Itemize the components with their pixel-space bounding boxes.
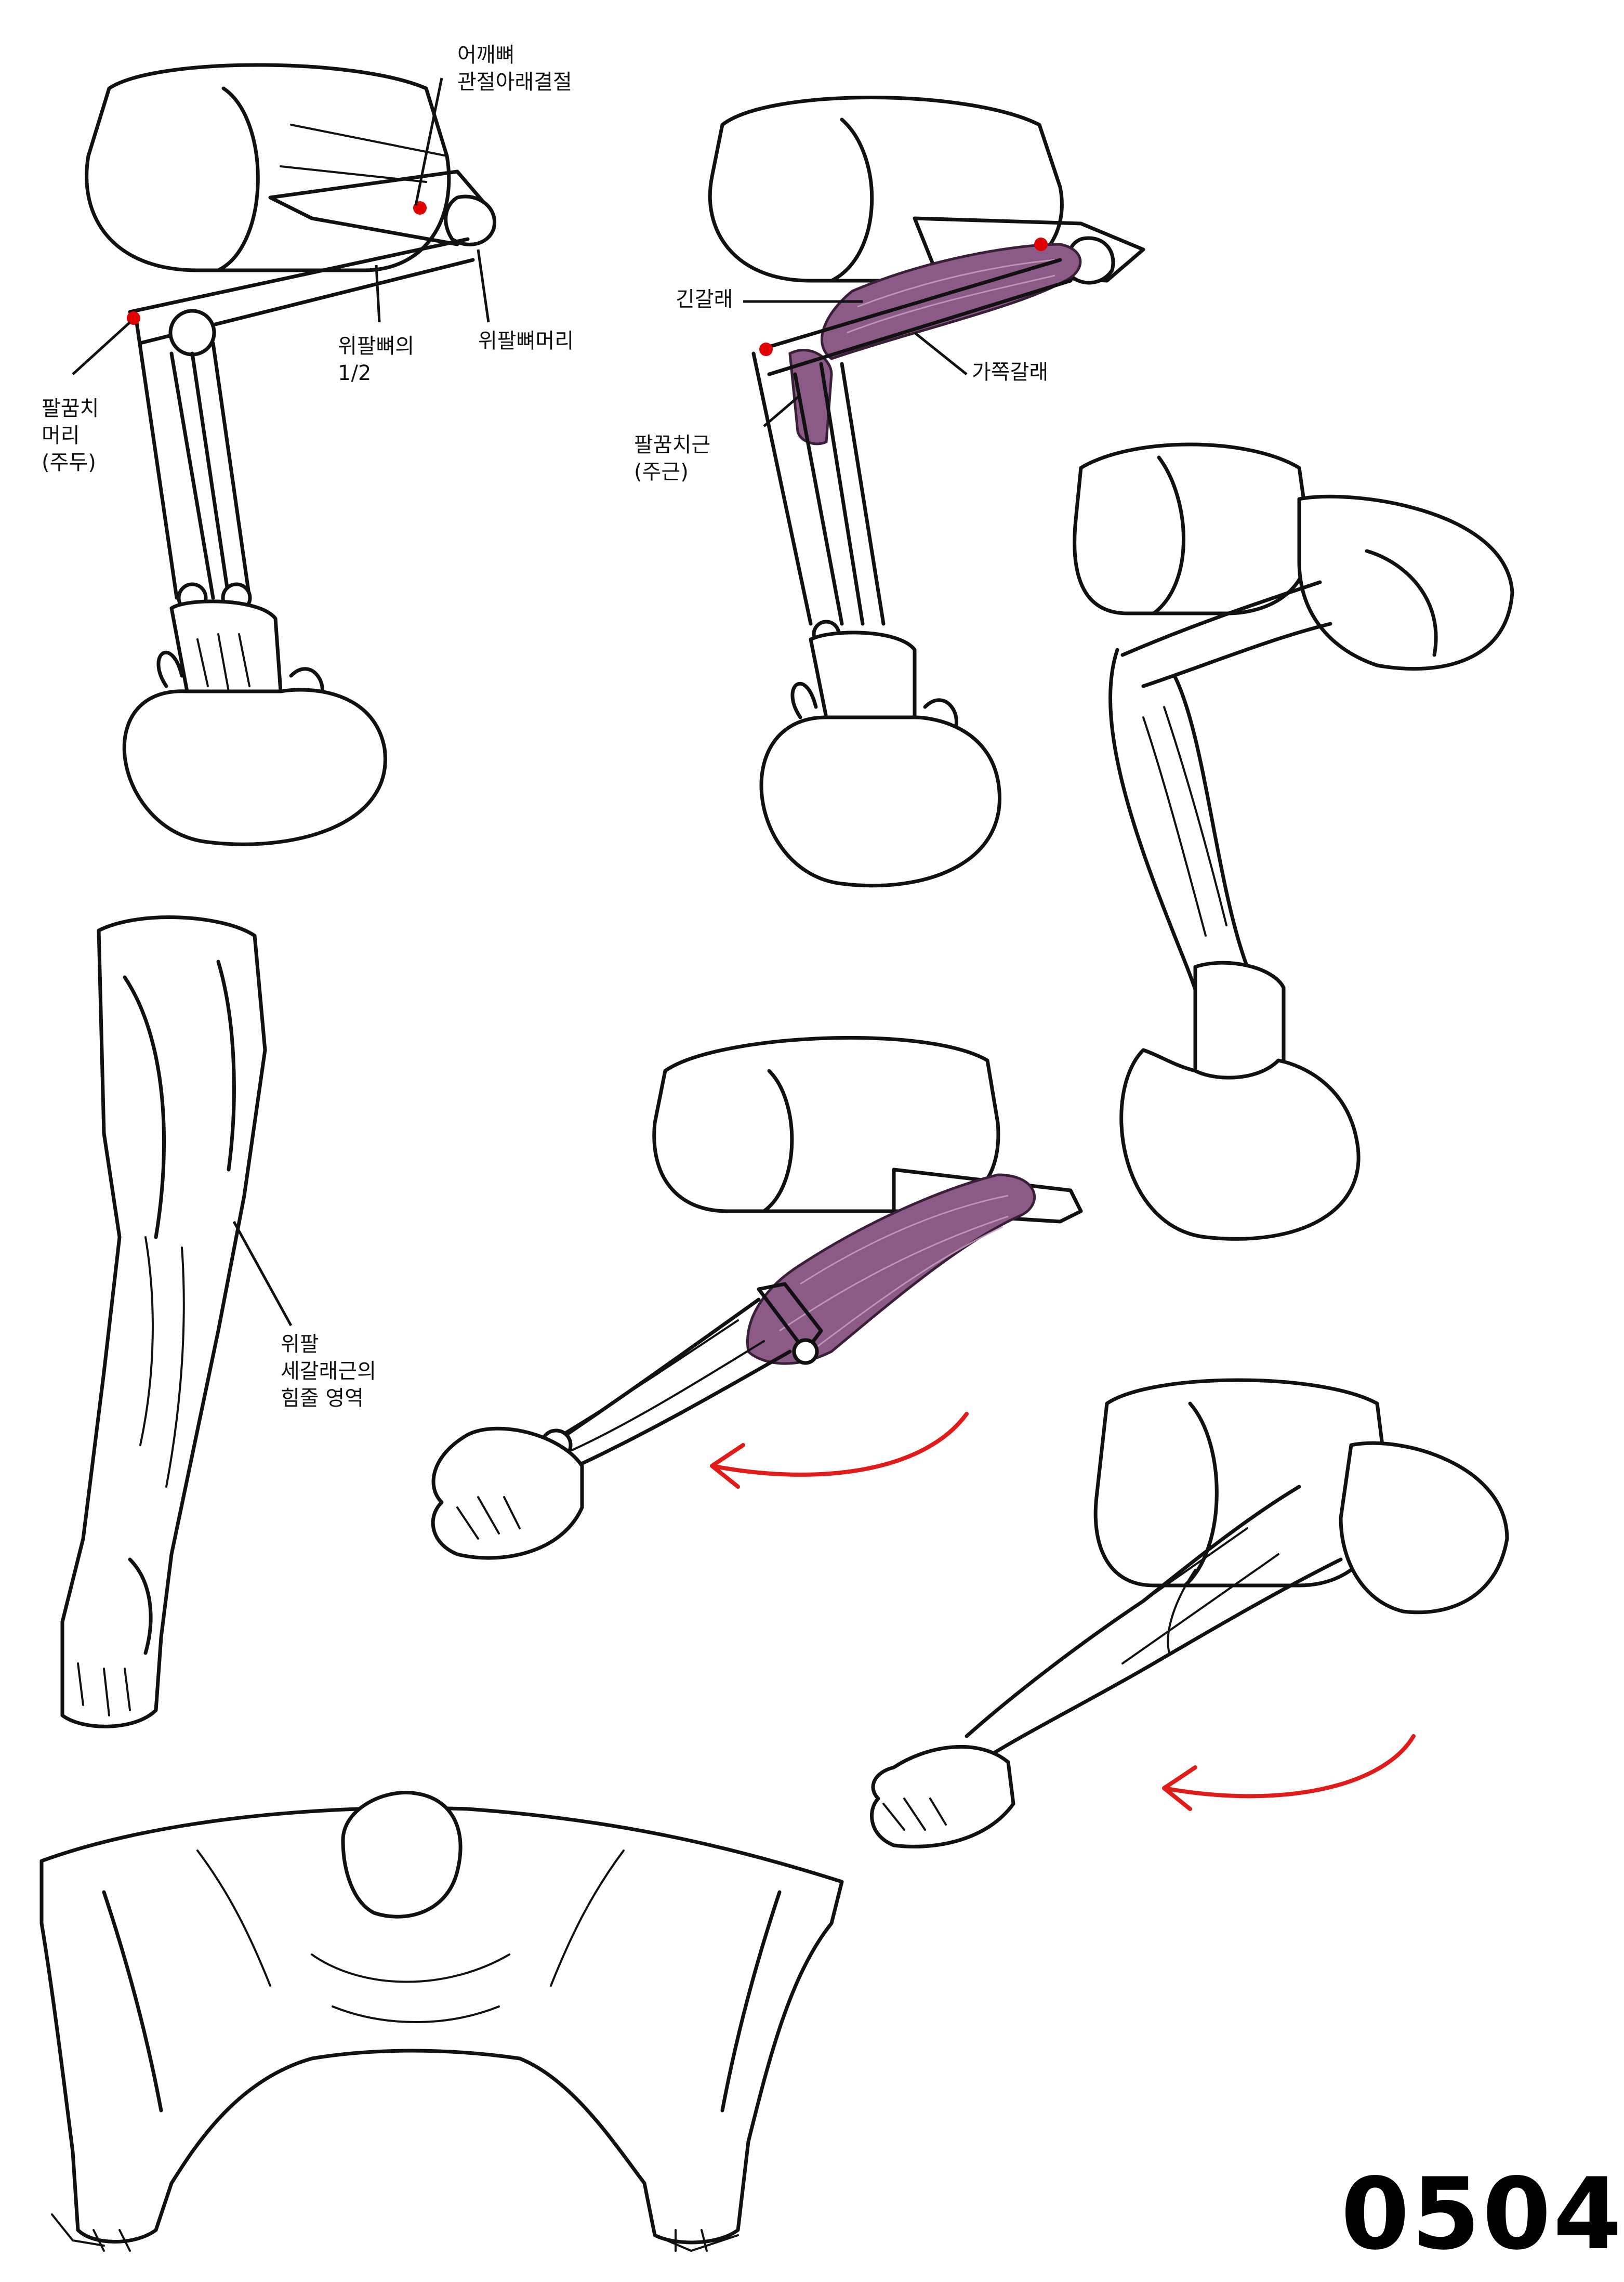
figure-extended-triceps — [431, 1035, 1083, 1560]
label-long-head: 긴갈래 — [676, 287, 733, 311]
label-lateral-head: 가쪽갈래 — [972, 360, 1049, 384]
label-humerus-head: 위팔뼈머리 — [478, 329, 574, 353]
label-scapula-infraglenoid: 어깨뼈 관절아래결절 — [457, 43, 572, 94]
figure-extended-muscular-arm — [870, 1378, 1509, 1848]
label-triceps-area: 위팔 세갈래근의 힘줄 영역 — [281, 1332, 376, 1410]
figure-muscular-arm-kettlebell — [1073, 442, 1514, 1241]
label-humerus-half: 위팔뼈의 1/2 — [338, 334, 415, 385]
label-olecranon: 팔꿈치 머리 (주두) — [42, 397, 99, 475]
figure-skeletal-arm-1 — [72, 63, 496, 846]
figure-push-up — [39, 1791, 844, 2252]
figure-triceps-heads — [708, 96, 1145, 888]
page-number: 0504 — [1341, 2157, 1624, 2272]
anatomy-illustration — [39, 63, 1514, 2252]
label-anconeus: 팔꿈치근 (주근) — [634, 433, 711, 484]
figure-straight-arm — [60, 915, 293, 1728]
